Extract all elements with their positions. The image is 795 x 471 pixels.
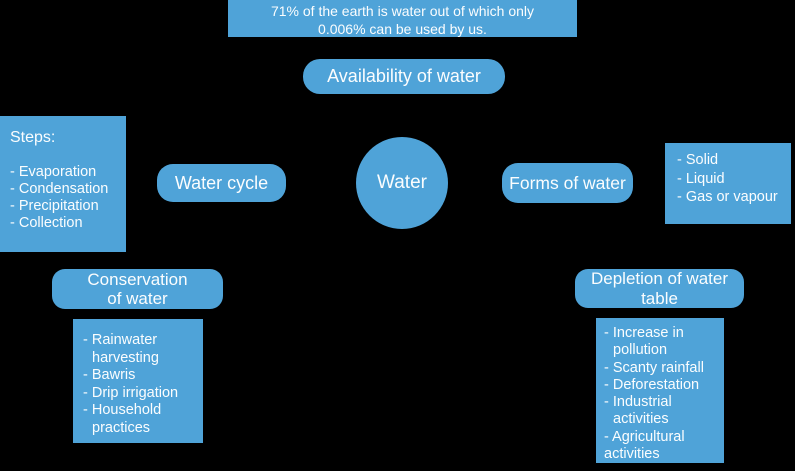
water-circle: Water xyxy=(356,137,448,229)
conservation-item-wrap: practices xyxy=(92,419,151,436)
fact-box: 71% of the earth is water out of which o… xyxy=(228,0,577,37)
conservation-item: - Bawris xyxy=(83,367,136,383)
fact-line-1: 71% of the earth is water out of which o… xyxy=(270,2,535,19)
depletion-item: - Scanty rainfall xyxy=(604,359,704,376)
steps-item: - Evaporation xyxy=(10,164,97,180)
conservation-of-water-pill: Conservation of water xyxy=(52,269,223,309)
connector-depletion-list xyxy=(659,308,660,318)
depletion-item-wrap: activities xyxy=(604,446,660,463)
depletion-item: - Agricultural xyxy=(604,428,685,445)
conservation-list-box: - Rainwater harvesting - Bawris - Drip i… xyxy=(73,319,203,443)
depletion-list-box: - Increase in pollution - Scanty rainfal… xyxy=(596,318,724,463)
connector-fact-availability xyxy=(402,37,403,59)
steps-title: Steps: xyxy=(10,129,56,146)
forms-item: - Gas or vapour xyxy=(677,189,778,205)
conservation-label-line-2: of water xyxy=(107,289,168,308)
water-cycle-pill: Water cycle xyxy=(157,164,286,202)
depletion-item-wrap: activities xyxy=(613,411,669,428)
depletion-label-line-2: table xyxy=(641,288,678,308)
conservation-item: - Household xyxy=(83,402,162,418)
depletion-item: - Deforestation xyxy=(604,376,700,393)
availability-of-water-pill: Availability of water xyxy=(303,59,505,94)
water-cycle-label: Water cycle xyxy=(174,172,269,193)
depletion-label-line-1: Depletion of water xyxy=(590,269,729,288)
forms-of-water-pill: Forms of water xyxy=(502,163,633,203)
forms-item: - Liquid xyxy=(677,170,725,187)
connector-forms-formslist xyxy=(633,183,665,184)
connector-steps-watercycle xyxy=(126,183,157,184)
depletion-of-water-table-pill: Depletion of water table xyxy=(575,269,744,308)
conservation-item: - Rainwater xyxy=(83,332,158,348)
fact-line-2: 0.006% can be used by us. xyxy=(318,20,487,37)
forms-of-water-label: Forms of water xyxy=(509,172,626,193)
connector-availability-water xyxy=(402,94,403,137)
availability-label: Availability of water xyxy=(327,66,481,86)
steps-item: - Precipitation xyxy=(10,198,99,214)
depletion-item-wrap: pollution xyxy=(613,342,668,359)
steps-box: Steps: - Evaporation - Condensation - Pr… xyxy=(0,116,126,252)
conservation-item: - Drip irrigation xyxy=(83,384,179,401)
conservation-label-line-1: Conservation xyxy=(87,269,188,289)
steps-item: - Condensation xyxy=(10,181,109,197)
forms-item: - Solid xyxy=(677,152,719,168)
forms-list-box: - Solid - Liquid - Gas or vapour xyxy=(665,143,791,224)
depletion-item: - Increase in xyxy=(604,325,684,341)
water-label: Water xyxy=(377,172,427,193)
connector-water-watercycle xyxy=(286,183,356,184)
conservation-item-wrap: harvesting xyxy=(92,349,159,366)
depletion-item: - Industrial xyxy=(604,394,672,411)
steps-item: - Collection xyxy=(10,215,83,231)
connector-conservation-list xyxy=(137,309,138,319)
connector-water-forms xyxy=(448,183,502,184)
